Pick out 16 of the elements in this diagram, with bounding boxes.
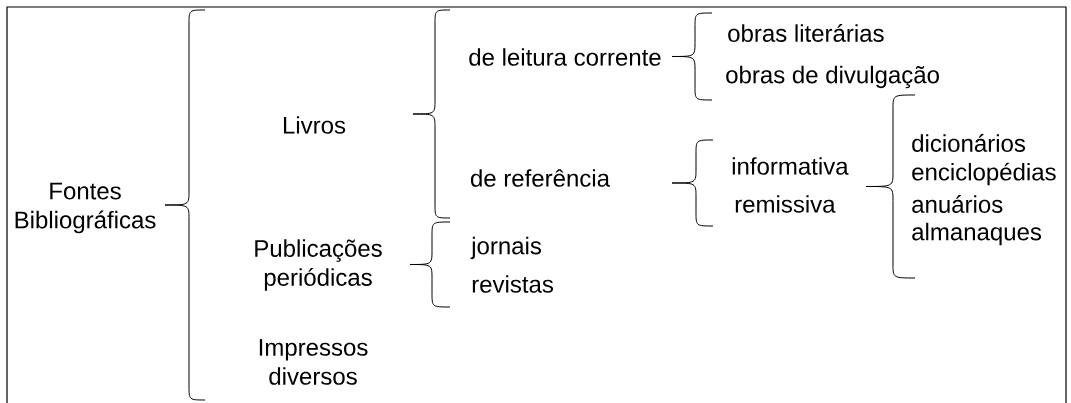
term-label: informativa <box>732 157 849 175</box>
term-label: de referência <box>470 169 610 187</box>
term-label: Impressos diversos <box>259 339 368 385</box>
term-label: dicionários <box>912 134 1026 152</box>
term-label: de leitura corrente <box>469 48 661 66</box>
term-label: enciclopédias <box>912 162 1056 186</box>
term-label: revistas <box>472 275 553 293</box>
term-label: remissiva <box>735 195 836 213</box>
term-label: obras de divulgação <box>726 65 939 89</box>
term-label: Livros <box>284 116 346 134</box>
term-label: anuários <box>912 195 1003 213</box>
term-label: jornais <box>470 236 541 260</box>
term-label: almanaques <box>912 222 1042 246</box>
term-label: obras literárias <box>728 24 884 42</box>
term-label: Fontes Bibliográficas <box>15 182 156 234</box>
term-label: Publicações periódicas <box>255 239 382 291</box>
